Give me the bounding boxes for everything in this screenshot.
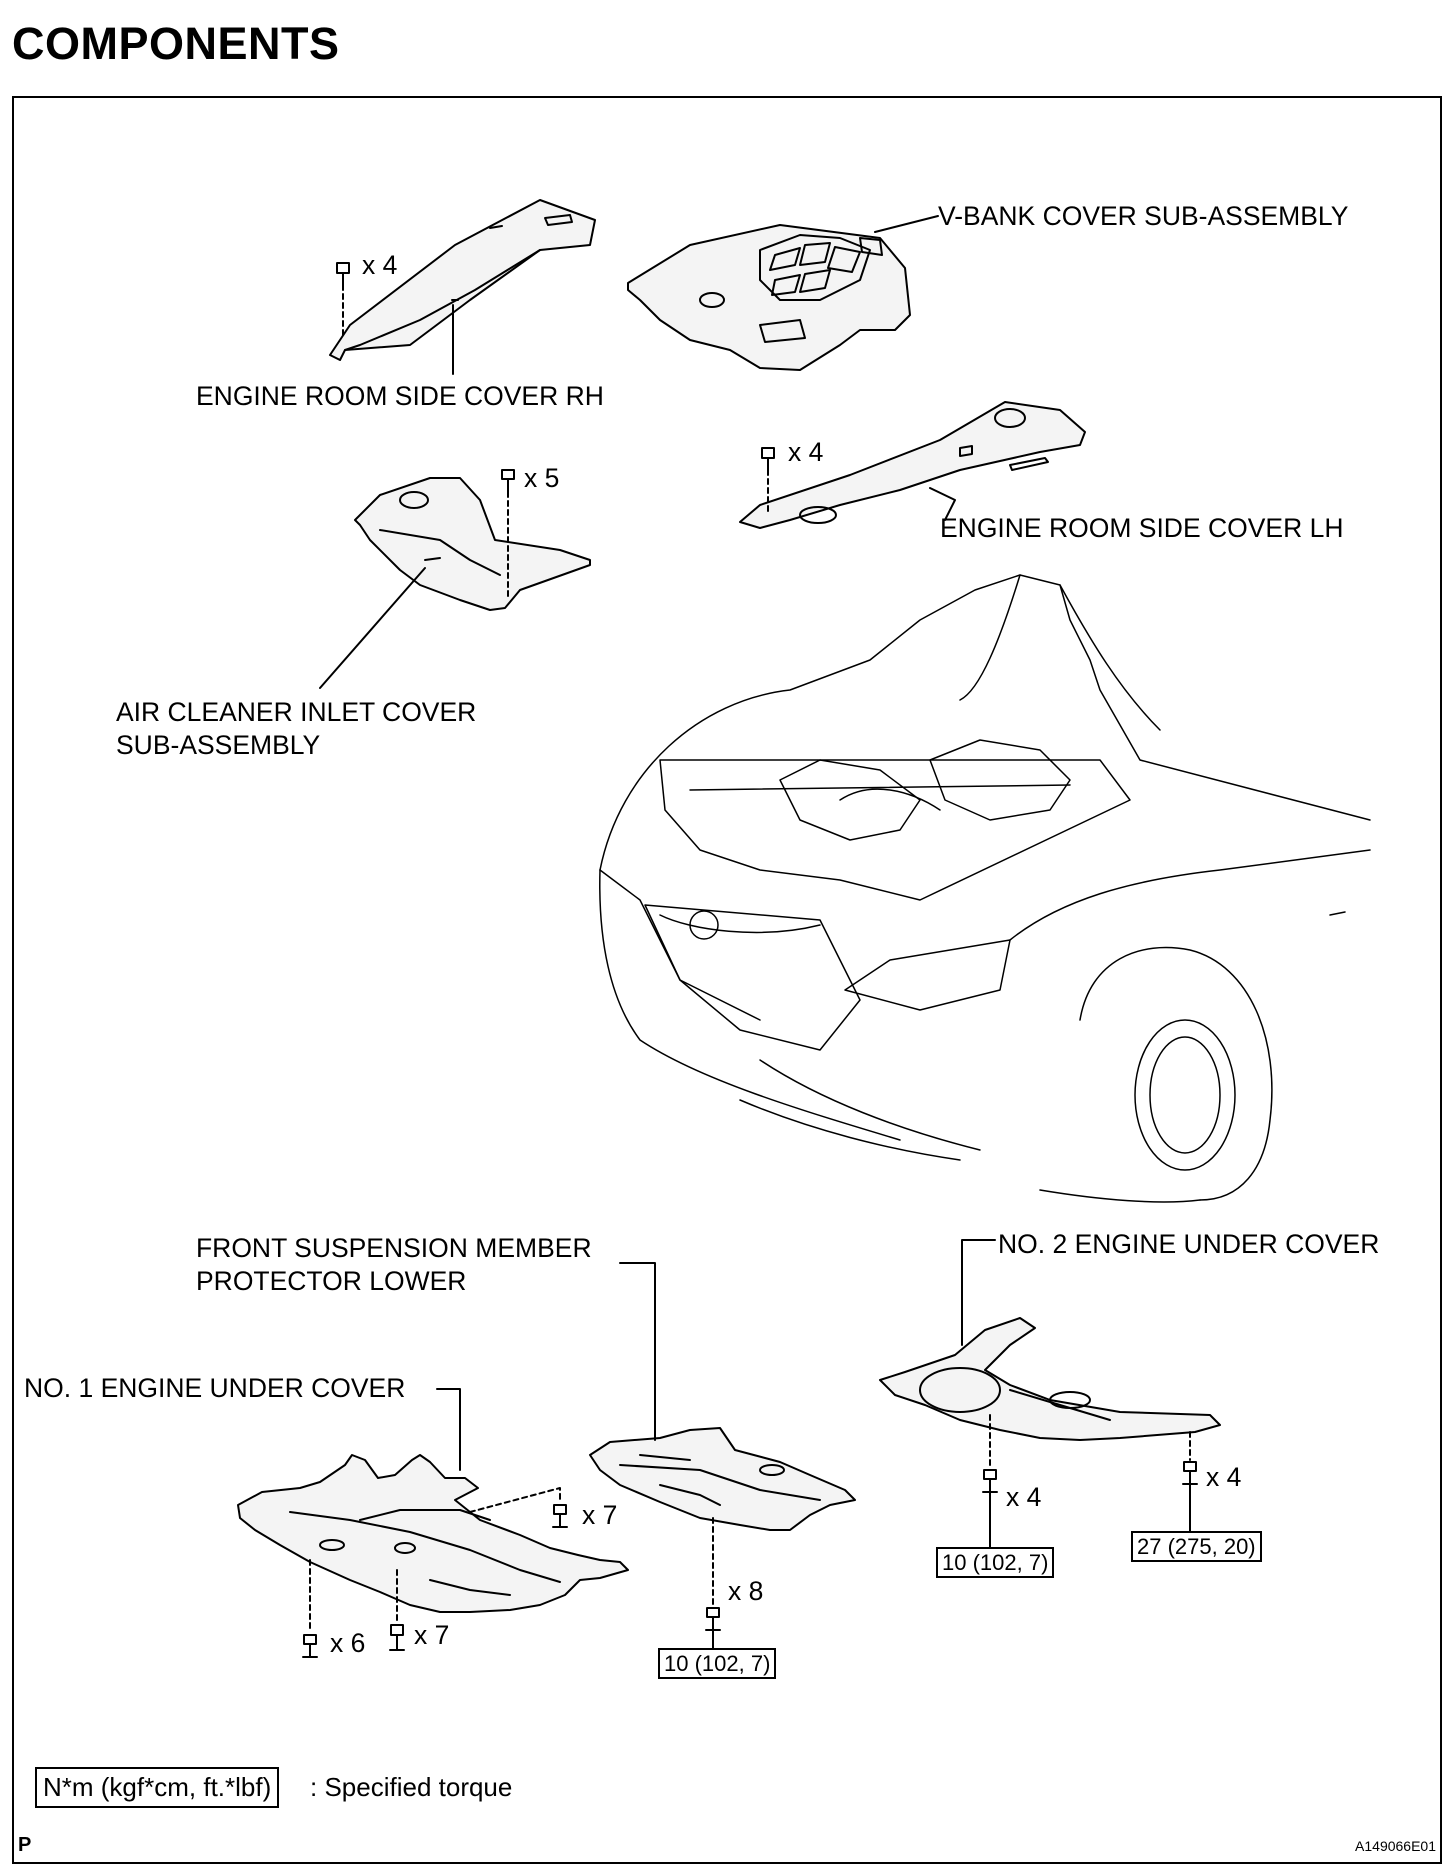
label-no1-engine-under-cover: NO. 1 ENGINE UNDER COVER bbox=[24, 1373, 406, 1403]
bolt-icon bbox=[552, 1504, 568, 1528]
label-line-1: AIR CLEANER INLET COVER bbox=[116, 697, 477, 727]
torque-no2-a: 10 (102, 7) bbox=[936, 1547, 1055, 1578]
qty-no1-bolts-b: x 6 bbox=[330, 1628, 366, 1658]
qty-no1-clips-c: x 7 bbox=[414, 1620, 450, 1650]
leader-line-air bbox=[319, 567, 426, 689]
legend-torque-unit: N*m (kgf*cm, ft.*lbf) bbox=[35, 1767, 280, 1808]
qty-susp-bolts: x 8 bbox=[728, 1576, 764, 1606]
v-bank-cover-part bbox=[627, 224, 911, 371]
qty-no2-bolts-a: x 4 bbox=[1006, 1482, 1042, 1512]
front-suspension-member-protector-part bbox=[589, 1427, 856, 1531]
label-front-suspension-member-protector: FRONT SUSPENSION MEMBER PROTECTOR LOWER bbox=[196, 1232, 592, 1298]
air-cleaner-inlet-cover-part bbox=[354, 477, 591, 611]
vehicle-front-illustration bbox=[599, 574, 1371, 1203]
label-line-1: FRONT SUSPENSION MEMBER bbox=[196, 1233, 592, 1263]
leader-line-lh bbox=[929, 487, 956, 521]
bolt-icon bbox=[705, 1607, 721, 1631]
qty-no2-bolts-b: x 4 bbox=[1206, 1462, 1242, 1492]
label-engine-room-side-cover-lh: ENGINE ROOM SIDE COVER LH bbox=[940, 513, 1344, 543]
label-no2-engine-under-cover: NO. 2 ENGINE UNDER COVER bbox=[998, 1229, 1380, 1259]
label-v-bank-cover: V-BANK COVER SUB-ASSEMBLY bbox=[938, 201, 1349, 231]
leader-line-no1-bolt-a bbox=[469, 1487, 561, 1513]
label-line-2: PROTECTOR LOWER bbox=[196, 1266, 467, 1296]
diagram-frame bbox=[12, 96, 1442, 1864]
figure-id: A149066E01 bbox=[1355, 1838, 1436, 1854]
clip-icon bbox=[761, 447, 775, 471]
leader-line-susp bbox=[619, 1262, 656, 1441]
bolt-icon bbox=[982, 1469, 998, 1493]
bolt-icon bbox=[501, 469, 515, 493]
legend-description: : Specified torque bbox=[310, 1772, 513, 1802]
bolt-icon bbox=[302, 1634, 318, 1658]
torque-susp: 10 (102, 7) bbox=[658, 1648, 777, 1679]
clip-icon bbox=[336, 262, 350, 286]
qty-air-cleaner-bolts: x 5 bbox=[524, 463, 560, 493]
qty-no1-bolts-a: x 7 bbox=[582, 1500, 618, 1530]
page-title: COMPONENTS bbox=[12, 18, 340, 69]
label-engine-room-side-cover-rh: ENGINE ROOM SIDE COVER RH bbox=[196, 381, 604, 411]
clip-icon bbox=[389, 1624, 405, 1651]
label-air-cleaner-inlet-cover: AIR CLEANER INLET COVER SUB-ASSEMBLY bbox=[116, 696, 476, 762]
bolt-icon bbox=[1182, 1461, 1198, 1485]
qty-rh-clips: x 4 bbox=[362, 250, 398, 280]
page-mark: P bbox=[18, 1834, 32, 1856]
engine-room-side-cover-lh-part bbox=[739, 401, 1086, 529]
leader-line-no2 bbox=[961, 1239, 996, 1346]
qty-lh-clips: x 4 bbox=[788, 437, 824, 467]
label-line-2: SUB-ASSEMBLY bbox=[116, 730, 321, 760]
leader-line-v-bank bbox=[874, 215, 939, 233]
torque-no2-b: 27 (275, 20) bbox=[1131, 1531, 1262, 1562]
no2-engine-under-cover-part bbox=[879, 1317, 1221, 1441]
no1-engine-under-cover-part bbox=[237, 1454, 629, 1613]
leader-line-no1 bbox=[436, 1388, 461, 1471]
engine-room-side-cover-rh-part bbox=[329, 199, 596, 361]
